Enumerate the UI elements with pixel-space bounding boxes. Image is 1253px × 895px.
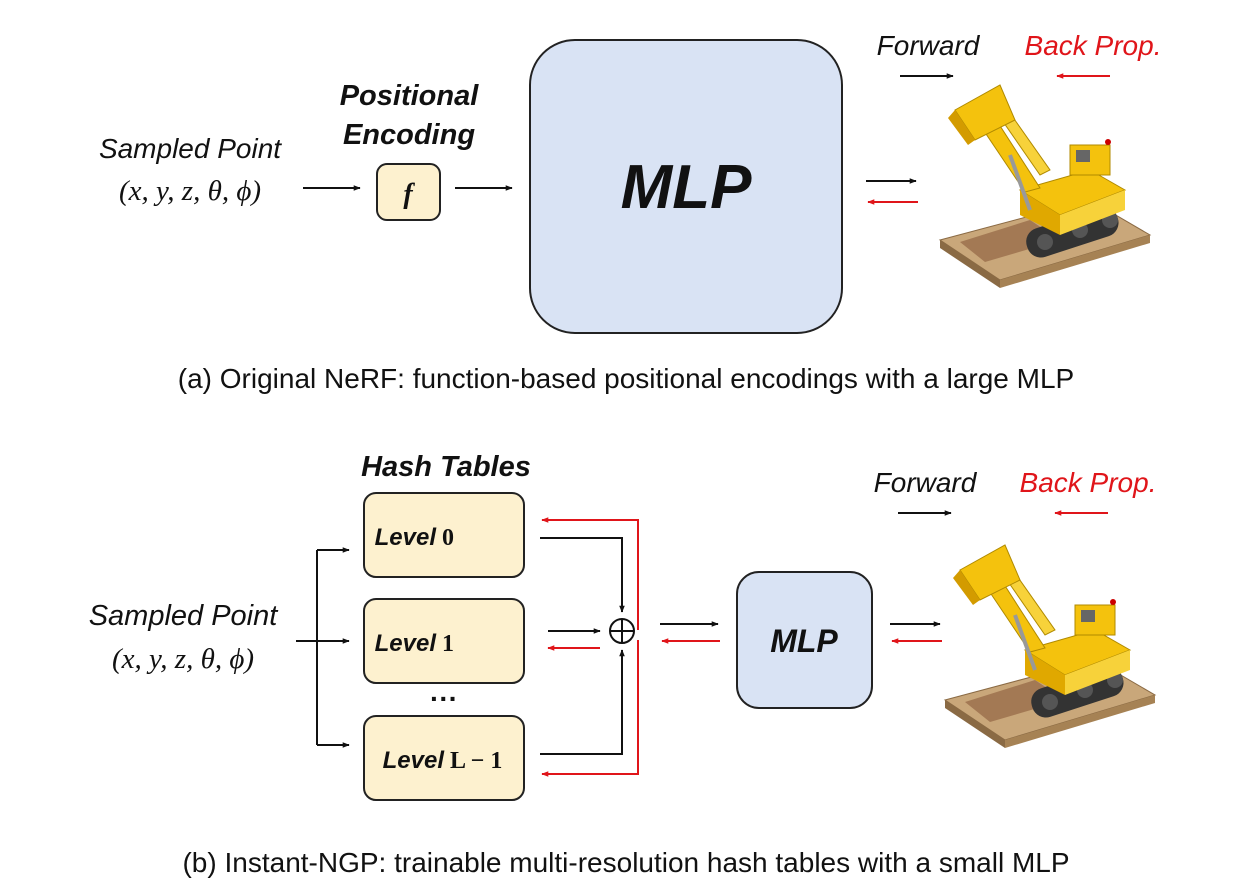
hash-tables-title: Hash Tables: [361, 451, 531, 483]
encoding-title-line2: Encoding: [343, 119, 475, 151]
legend-backprop: Back Prop.: [1020, 467, 1157, 498]
small-mlp-box: [736, 571, 873, 709]
large-mlp-box: [529, 39, 843, 334]
level-0-index: 0: [442, 525, 454, 551]
panel-a: Sampled Point (x, y, z, θ, ϕ) Positional…: [99, 30, 1162, 394]
caption-a: (a) Original NeRF: function-based positi…: [178, 363, 1074, 394]
legend-forward: Forward: [874, 467, 978, 498]
input-label: Sampled Point: [99, 133, 282, 164]
hash-table-level-0: [363, 492, 525, 578]
legend-backprop: Back Prop.: [1025, 30, 1162, 61]
input-label: Sampled Point: [89, 600, 280, 632]
forward-levelL-to-sum: [540, 649, 625, 755]
positional-encoding-box: [376, 163, 441, 221]
mlp-label: MLP: [770, 623, 838, 659]
input-coords: (x, y, z, θ, ϕ): [112, 643, 254, 675]
mlp-label: MLP: [621, 153, 753, 222]
forward-level0-to-sum: [540, 537, 625, 613]
bulldozer-render-icon: [938, 83, 1152, 290]
levels-ellipsis: ···: [430, 683, 458, 714]
encoding-title-line1: Positional: [340, 80, 480, 112]
bulldozer-render-icon: [943, 543, 1157, 750]
backprop-to-levelL: [541, 640, 639, 777]
encoding-symbol: f: [403, 179, 415, 210]
level-L-index: L − 1: [450, 748, 502, 774]
legend-forward: Forward: [877, 30, 981, 61]
caption-b: (b) Instant-NGP: trainable multi-resolut…: [182, 847, 1069, 878]
level-0-word: Level: [375, 524, 438, 551]
level-L-word: Level: [383, 747, 446, 774]
backprop-to-level0: [541, 517, 639, 630]
panel-b: Sampled Point (x, y, z, θ, ϕ) Hash Table…: [89, 451, 1157, 878]
hash-table-level-L-minus-1: [363, 715, 525, 801]
input-coords: (x, y, z, θ, ϕ): [119, 175, 261, 207]
level-1-word: Level: [375, 630, 438, 657]
hash-table-level-1: [363, 598, 525, 684]
level-1-index: 1: [442, 631, 454, 657]
